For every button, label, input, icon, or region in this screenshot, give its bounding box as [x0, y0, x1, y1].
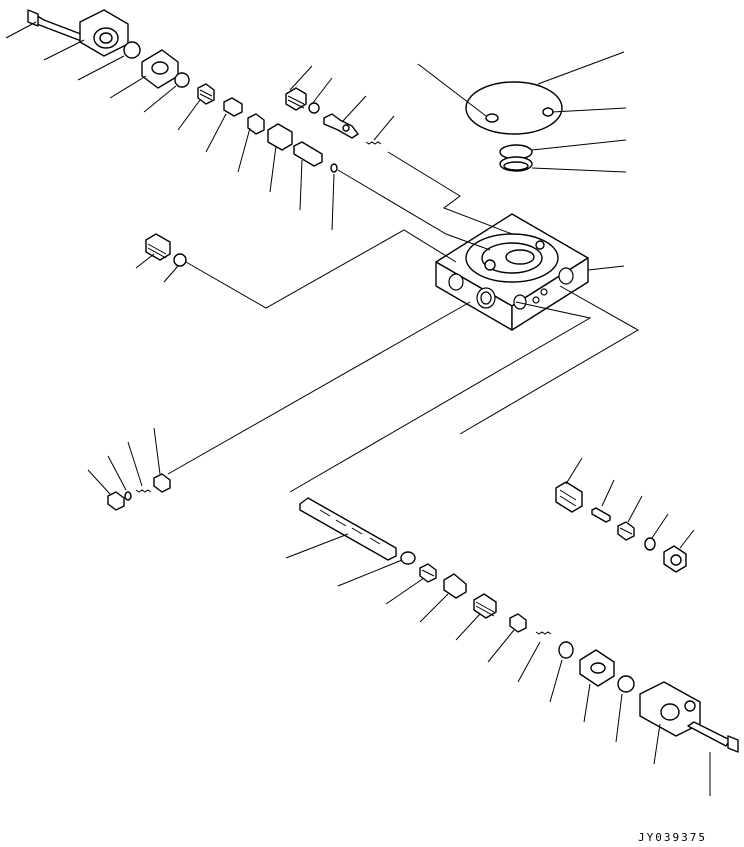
o-ring-right-lower — [644, 537, 656, 551]
o-ring-top-center — [308, 102, 320, 114]
o-ring-bottom-1 — [558, 641, 574, 659]
ring-seal-lower — [499, 156, 533, 172]
flange-plate-bottom — [579, 649, 615, 687]
gasket-plate — [465, 81, 563, 135]
pin-right-lower — [591, 507, 611, 523]
cap-bottom — [509, 613, 527, 633]
cover-block-bottom — [639, 681, 701, 737]
guide-bottom — [443, 573, 467, 599]
o-ring-mid-left — [173, 253, 187, 267]
spring-small-top — [365, 141, 382, 145]
plug-mid-left — [145, 233, 171, 261]
o-ring-bottom-2 — [617, 675, 635, 693]
assembly-lines — [167, 151, 640, 493]
spring-right-lower — [617, 521, 635, 541]
o-ring-left-lower — [124, 491, 132, 501]
long-bolt-bottom — [687, 721, 739, 753]
o-ring-top-1 — [123, 41, 141, 59]
spring-left-lower — [135, 489, 152, 493]
seal-ring-bottom-1 — [400, 551, 416, 565]
sleeve-top-2 — [267, 123, 293, 151]
spring-small-bottom — [535, 631, 552, 635]
sleeve-top-1 — [247, 113, 265, 135]
cover-block-top — [79, 9, 129, 57]
spring-bottom-1 — [419, 563, 437, 583]
poppet-left-lower — [153, 473, 171, 493]
o-ring-top-2 — [174, 72, 190, 88]
callout-leaders — [5, 21, 711, 796]
long-bolt-top — [27, 9, 87, 43]
spring-bottom-2 — [473, 593, 497, 619]
valve-body — [435, 213, 589, 331]
plug-right-lower — [663, 545, 687, 573]
drawing-code-label: JY039375 — [638, 831, 707, 844]
spring-top-1 — [197, 83, 215, 105]
cap-top-1 — [223, 97, 243, 117]
piston-top — [293, 141, 323, 167]
plug-top-center — [285, 87, 307, 111]
flange-plate-top — [141, 49, 179, 89]
valve-right-lower — [555, 481, 583, 513]
valve-stem-top — [323, 113, 359, 139]
ball-top — [330, 163, 338, 173]
plug-left-lower — [107, 491, 125, 511]
spool — [299, 497, 397, 561]
